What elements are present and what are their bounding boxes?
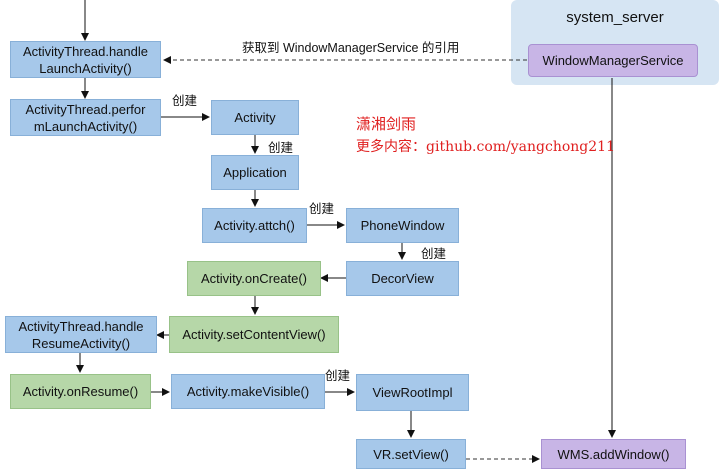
watermark-author: 潇湘剑雨	[356, 115, 417, 133]
label-create-decorview: 创建	[421, 247, 447, 261]
node-viewrootimpl: ViewRootImpl	[356, 374, 469, 411]
watermark-url: 更多内容：github.com/yangchong211	[356, 139, 615, 155]
label-get-wms-reference: 获取到 WindowManagerService 的引用	[242, 41, 460, 55]
node-activity-setcontentview: Activity.setContentView()	[169, 316, 339, 353]
node-window-manager-service: WindowManagerService	[528, 44, 698, 77]
label-create-viewrootimpl: 创建	[325, 369, 351, 383]
node-vr-setview: VR.setView()	[356, 439, 466, 469]
node-wms-addwindow: WMS.addWindow()	[541, 439, 686, 469]
node-handle-resume-activity: ActivityThread.handle ResumeActivity()	[5, 316, 157, 353]
node-activity-attach: Activity.attch()	[202, 208, 307, 243]
node-handle-launch-activity: ActivityThread.handle LaunchActivity()	[10, 41, 161, 78]
node-activity-oncreate: Activity.onCreate()	[187, 261, 321, 296]
node-activity: Activity	[211, 100, 299, 135]
node-activity-onresume: Activity.onResume()	[10, 374, 151, 409]
node-perform-launch-activity: ActivityThread.perfor mLaunchActivity()	[10, 99, 161, 136]
label-create-phonewindow: 创建	[309, 202, 335, 216]
node-decor-view: DecorView	[346, 261, 459, 296]
label-create-application: 创建	[268, 141, 294, 155]
node-application: Application	[211, 155, 299, 190]
node-phone-window: PhoneWindow	[346, 208, 459, 243]
label-create-activity: 创建	[172, 94, 198, 108]
node-activity-makevisible: Activity.makeVisible()	[171, 374, 325, 409]
system-server-title: system_server	[566, 9, 664, 26]
